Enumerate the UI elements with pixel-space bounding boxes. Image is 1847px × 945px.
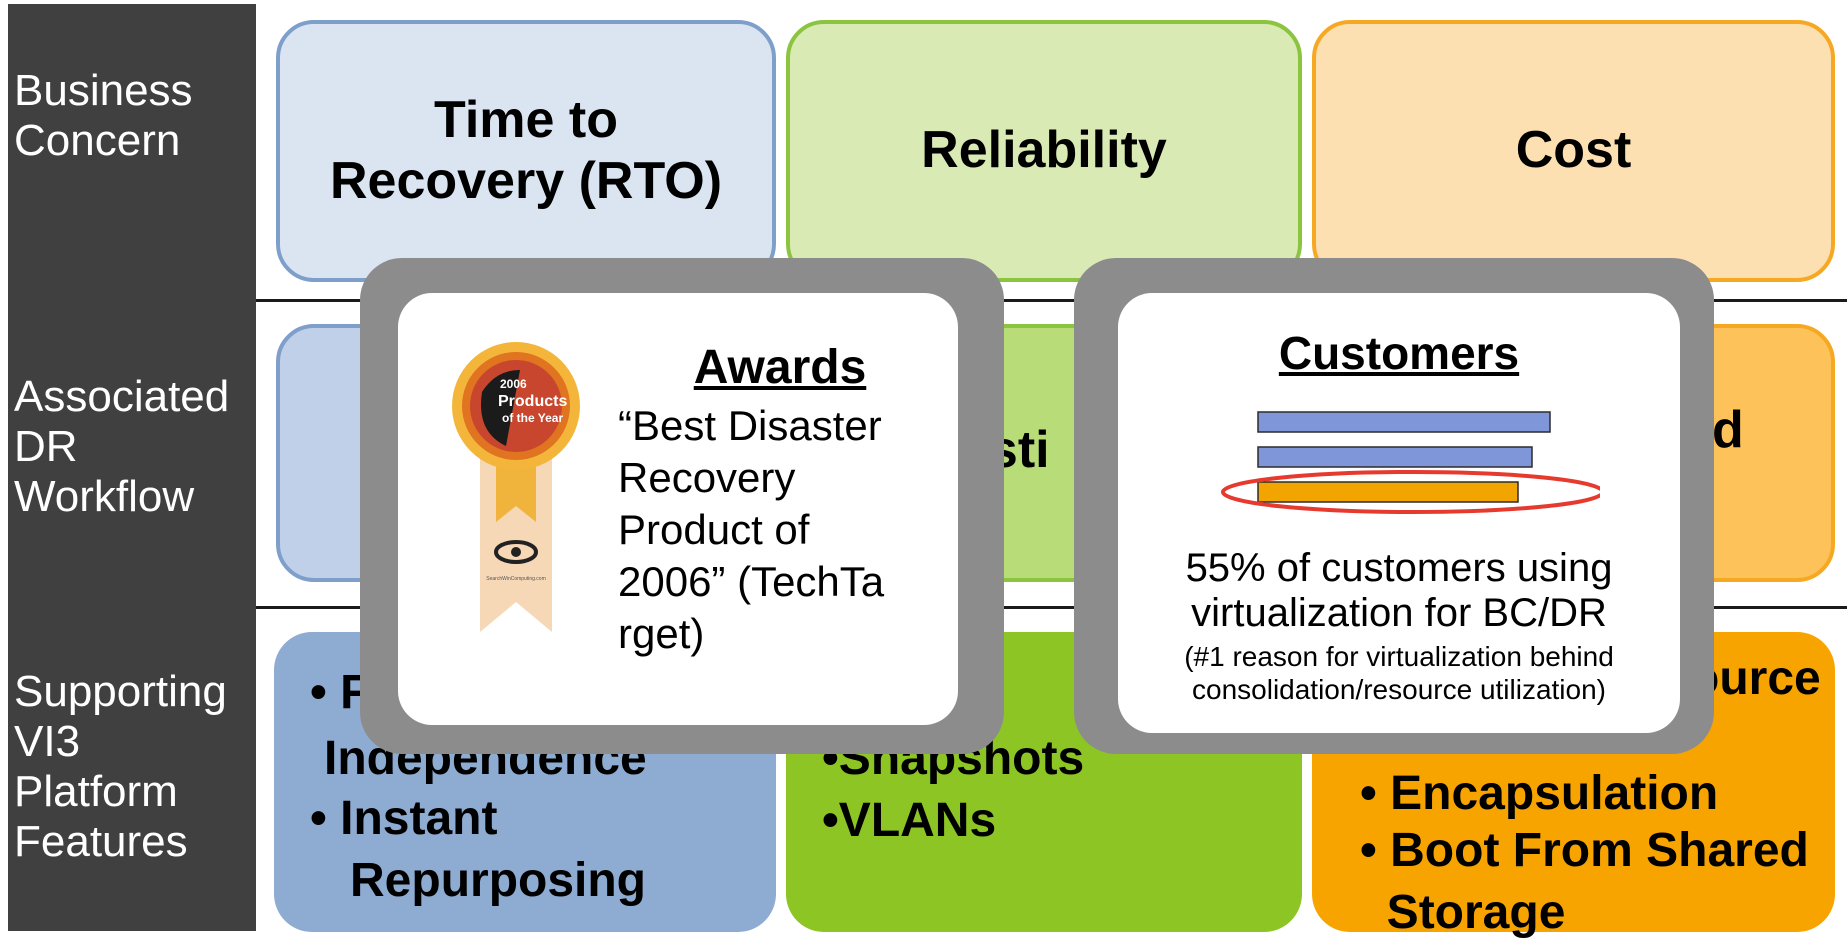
customers-bar-3 xyxy=(1257,481,1519,503)
awards-quote: “Best Disaster Recovery Product of 2006”… xyxy=(618,402,885,658)
customers-statement: 55% of customers using virtualization fo… xyxy=(1185,546,1613,635)
concern-rto-box: Time to Recovery (RTO) xyxy=(276,20,776,282)
workflow-right-text: d xyxy=(1712,401,1744,459)
customers-bar-1 xyxy=(1257,411,1551,433)
award-badge-source: SearchWinComputing.com xyxy=(486,576,545,582)
award-badge-year: 2006 xyxy=(500,377,527,391)
row-label-platform-features: Supporting VI3 Platform Features xyxy=(14,667,227,867)
feature-boot-from-shared-storage: • Boot From Shared Storage xyxy=(1360,824,1809,940)
customers-title: Customers xyxy=(1278,327,1520,379)
feature-left-fragment: • F xyxy=(310,666,370,719)
customers-highlight-ellipse xyxy=(1220,470,1600,514)
row-label-dr-workflow: Associated DR Workflow xyxy=(14,372,230,522)
row-label-business-concern: Business Concern xyxy=(14,66,193,166)
feature-instant-repurposing: • Instant Repurposing xyxy=(310,792,646,908)
row-divider-2 xyxy=(256,606,1847,609)
customers-bar-chart xyxy=(1220,411,1600,514)
award-badge-of-the-year: of the Year xyxy=(502,411,563,425)
concern-reliability-box: Reliability xyxy=(786,20,1302,282)
awards-title: Awards xyxy=(693,341,867,394)
award-badge-icon: 2006 Products of the Year SearchWinCompu… xyxy=(452,342,580,632)
customers-bar-2 xyxy=(1257,446,1533,468)
row-divider-1 xyxy=(256,299,1847,302)
feature-encapsulation: • Encapsulation xyxy=(1360,767,1719,820)
concern-cost-box: Cost xyxy=(1312,20,1835,282)
customers-note: (#1 reason for virtualization behind con… xyxy=(1184,641,1614,706)
award-badge-products: Products xyxy=(498,393,567,410)
row-label-column xyxy=(8,4,256,931)
feature-vlans: •VLANs xyxy=(822,794,997,847)
